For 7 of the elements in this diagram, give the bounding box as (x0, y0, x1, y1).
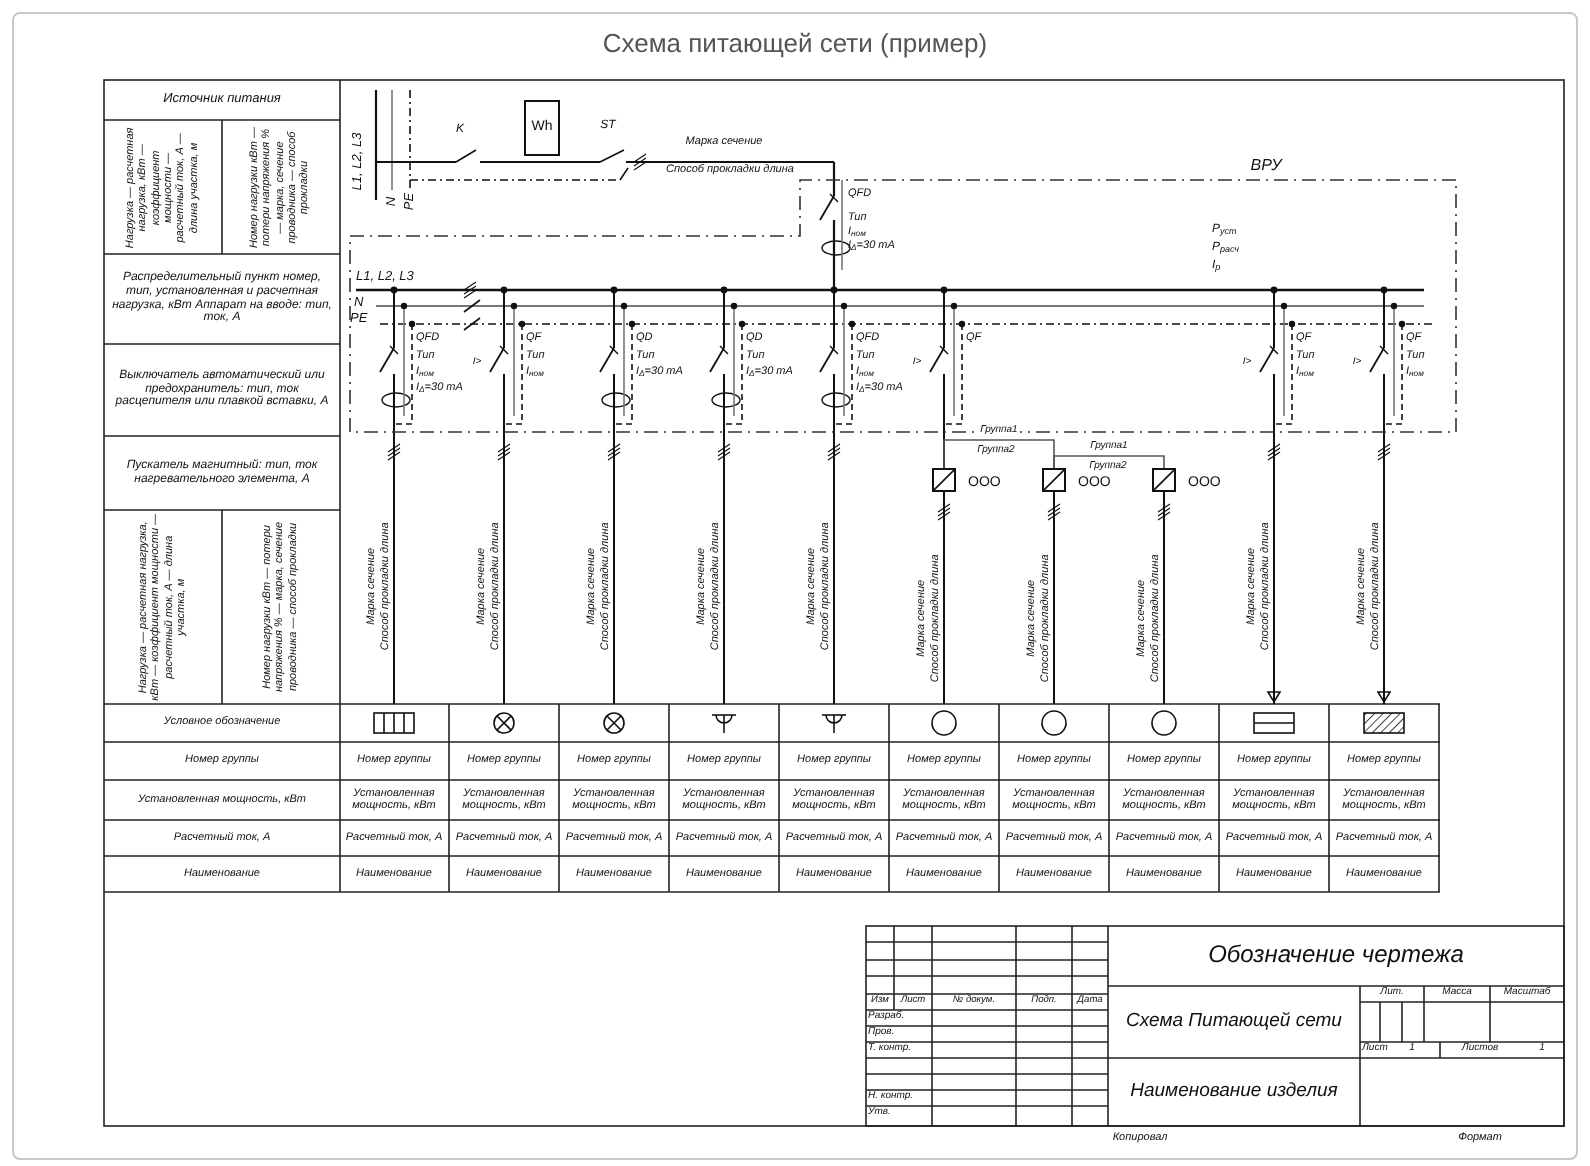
product-name: Наименование изделия (1130, 1081, 1338, 1103)
panel-heading: ВРУ (1250, 155, 1282, 175)
connector-line (1053, 455, 1165, 469)
drawing-designation: Обозначение чертежа (1208, 942, 1464, 970)
drawing-title: Схема Питающей сети (1126, 1011, 1342, 1033)
page-title: Схема питающей сети (пример) (602, 26, 988, 62)
connector-line (943, 439, 1055, 469)
